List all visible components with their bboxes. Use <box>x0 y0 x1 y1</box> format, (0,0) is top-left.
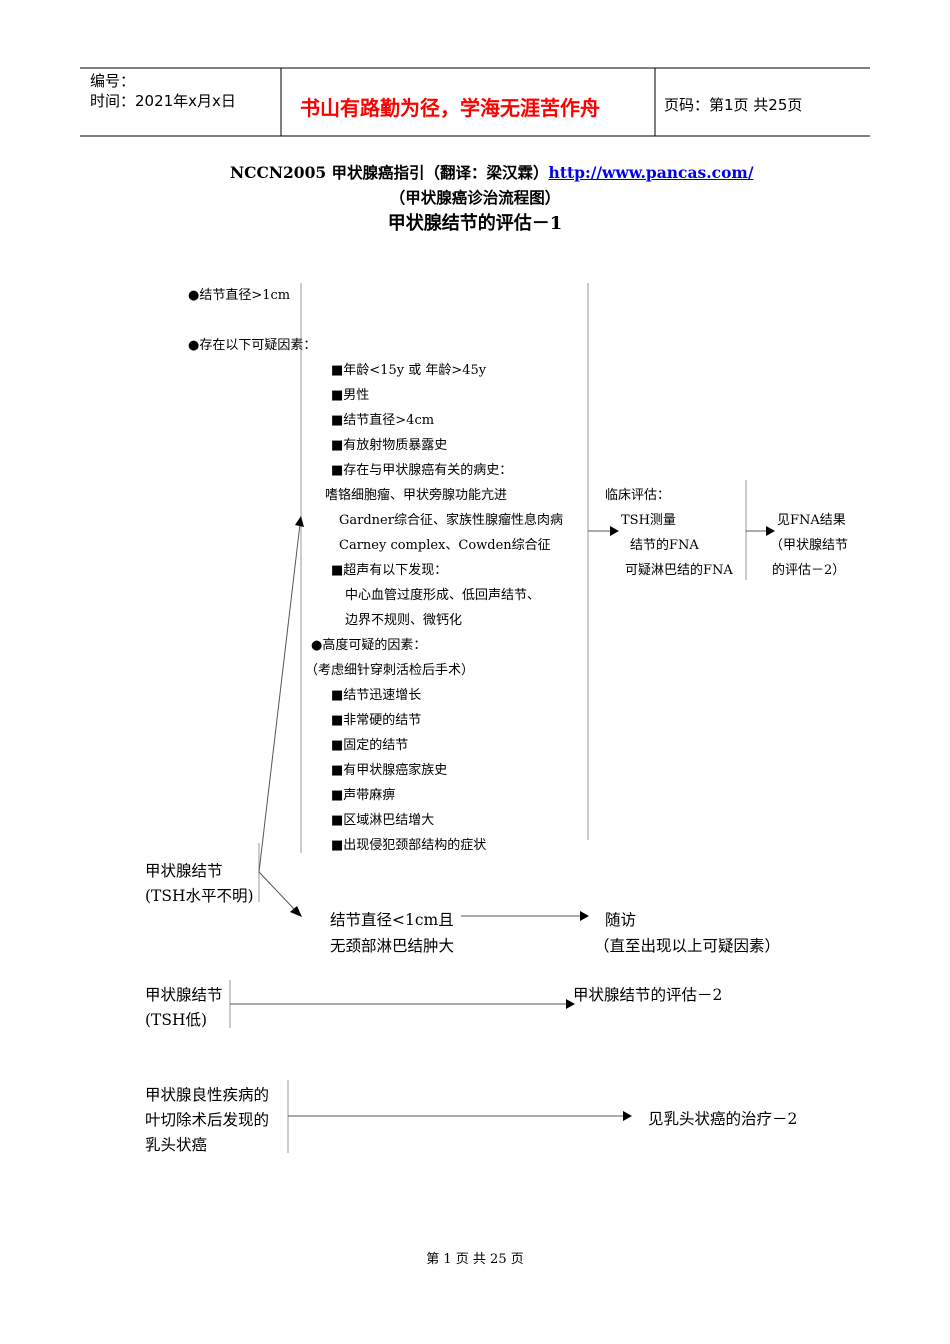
high-item: ■出现侵犯颈部结构的症状 <box>331 838 487 853</box>
history-item: Gardner综合征、家族性腺瘤性息肉病 <box>339 513 563 528</box>
arrowhead-benign-treatment <box>623 1111 632 1121</box>
nodule-unknown-line: 甲状腺结节 <box>145 862 223 880</box>
footer-page-number: 第 1 页 共 25 页 <box>426 1252 524 1267</box>
criteria-suspicious-heading: ●存在以下可疑因素： <box>188 338 317 353</box>
history-item: 嗜铬细胞瘤、甲状旁腺功能亢进 <box>325 488 508 503</box>
title-link[interactable]: http://www.pancas.com/ <box>548 163 754 182</box>
header-time-label: 时间：2021年x月x日 <box>90 92 236 110</box>
history-item: Carney complex、Cowden综合征 <box>339 538 551 553</box>
arrowhead-clinical-fna <box>766 526 775 536</box>
high-item: ■区域淋巴结增大 <box>331 813 435 828</box>
small-nodule-line: 结节直径<1cm且 <box>330 911 454 929</box>
criteria-size: ●结节直径>1cm <box>188 288 291 303</box>
criteria-item: ■存在与甲状腺癌有关的病史： <box>331 463 513 478</box>
header-number-label: 编号： <box>90 72 136 90</box>
arrowhead-down-small <box>290 906 302 917</box>
arrow-up-criteria <box>258 523 301 873</box>
criteria-item: ■年龄<15y 或 年龄>45y <box>331 363 487 378</box>
eval2-label: 甲状腺结节的评估－2 <box>573 986 723 1004</box>
high-item: ■有甲状腺癌家族史 <box>331 763 448 778</box>
title-text: NCCN2005 甲状腺癌指引（翻译：梁汉霖） <box>230 163 549 182</box>
small-nodule-line: 无颈部淋巴结肿大 <box>330 937 455 955</box>
arrowhead-low-eval2 <box>566 999 575 1009</box>
followup-line: （直至出现以上可疑因素） <box>594 937 781 955</box>
nodule-low-line: 甲状腺结节 <box>145 986 223 1004</box>
nodule-unknown-line: (TSH水平不明) <box>145 887 254 905</box>
high-heading: ●高度可疑的因素： <box>311 638 427 653</box>
arrow-down-small <box>258 871 296 911</box>
title-line3: 甲状腺结节的评估－1 <box>387 213 563 234</box>
title-line2: （甲状腺癌诊治流程图） <box>389 188 561 207</box>
high-item: ■结节迅速增长 <box>331 688 422 703</box>
high-item: ■非常硬的结节 <box>331 713 422 728</box>
header-motto: 书山有路勤为径，学海无涯苦作舟 <box>300 96 600 120</box>
ultrasound-item: 边界不规则、微钙化 <box>345 613 463 628</box>
fna-result-line: （甲状腺结节 <box>770 538 849 553</box>
title-line1: NCCN2005 甲状腺癌指引（翻译：梁汉霖）http://www.pancas… <box>230 161 753 183</box>
criteria-item: ■有放射物质暴露史 <box>331 438 448 453</box>
ultrasound-item: 中心血管过度形成、低回声结节、 <box>345 588 541 603</box>
benign-line: 乳头状癌 <box>145 1136 208 1154</box>
criteria-item: ■男性 <box>331 388 370 403</box>
followup-line: 随访 <box>605 911 637 929</box>
nodule-low-line: (TSH低) <box>145 1011 208 1029</box>
ultrasound-heading: ■超声有以下发现： <box>331 563 448 578</box>
arrowhead-criteria-clinical <box>610 526 619 536</box>
benign-line: 叶切除术后发现的 <box>145 1111 270 1129</box>
papillary-treatment-label: 见乳头状癌的治疗－2 <box>648 1110 798 1128</box>
benign-line: 甲状腺良性疾病的 <box>145 1086 270 1104</box>
header-page-label: 页码：第1页 共25页 <box>664 96 803 114</box>
clinical-heading: 临床评估： <box>605 488 671 503</box>
clinical-item: TSH测量 <box>621 513 676 528</box>
criteria-item: ■结节直径>4cm <box>331 413 435 428</box>
clinical-item: 结节的FNA <box>630 538 699 553</box>
arrowhead-small-followup <box>580 911 589 921</box>
fna-result-line: 的评估－2） <box>772 563 846 578</box>
high-item: ■声带麻痹 <box>331 788 396 803</box>
fna-result-line: 见FNA结果 <box>777 513 846 528</box>
arrowhead-up-criteria <box>295 516 304 527</box>
clinical-item: 可疑淋巴结的FNA <box>625 563 733 578</box>
high-item: ■固定的结节 <box>331 738 409 753</box>
high-note: （考虑细针穿刺活检后手术） <box>305 663 475 678</box>
